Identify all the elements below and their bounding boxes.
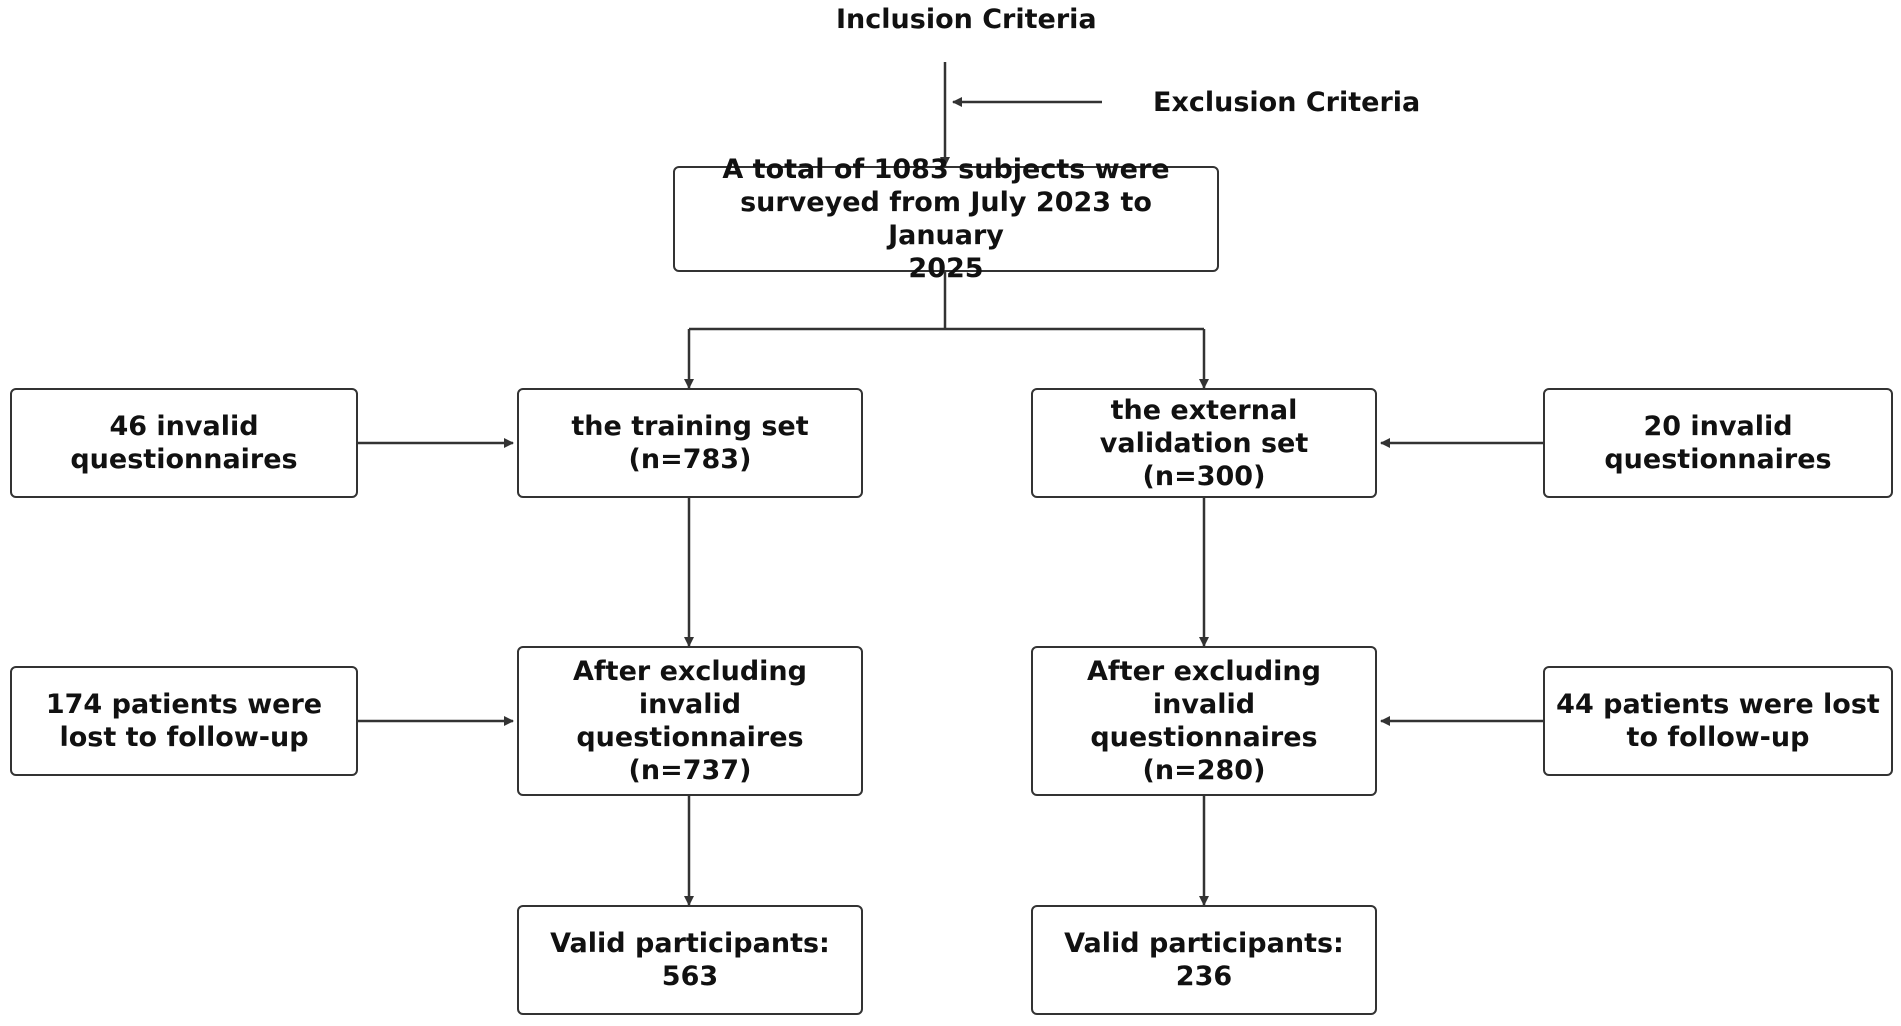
lost-follow-up-right-box: 44 patients were lost to follow-up: [1543, 666, 1893, 776]
validation-set-box: the external validation set (n=300): [1031, 388, 1377, 498]
total-subjects-box: A total of 1083 subjects were surveyed f…: [673, 154, 1219, 284]
after-excluding-left-text: After excluding invalid questionnaires (…: [573, 656, 807, 786]
invalid-questionnaires-left-text: 46 invalid questionnaires: [70, 411, 298, 475]
valid-participants-left-box: Valid participants: 563: [517, 905, 863, 1015]
after-excluding-left-box: After excluding invalid questionnaires (…: [517, 646, 863, 796]
validation-set-text: the external validation set (n=300): [1099, 394, 1309, 492]
invalid-questionnaires-right-box: 20 invalid questionnaires: [1543, 388, 1893, 498]
valid-participants-left-text: Valid participants: 563: [550, 928, 830, 992]
invalid-questionnaires-left-box: 46 invalid questionnaires: [10, 388, 358, 498]
exclusion-criteria-label: Exclusion Criteria: [1153, 87, 1421, 118]
training-set-text: the training set (n=783): [571, 411, 809, 475]
invalid-questionnaires-right-text: 20 invalid questionnaires: [1604, 411, 1832, 475]
lost-follow-up-left-box: 174 patients were lost to follow-up: [10, 666, 358, 776]
lost-follow-up-left-text: 174 patients were lost to follow-up: [45, 689, 323, 753]
total-subjects-text: A total of 1083 subjects were surveyed f…: [722, 154, 1170, 284]
valid-participants-right-text: Valid participants: 236: [1064, 928, 1344, 992]
valid-participants-right-box: Valid participants: 236: [1031, 905, 1377, 1015]
training-set-box: the training set (n=783): [517, 388, 863, 498]
inclusion-criteria-label: Inclusion Criteria: [836, 4, 1097, 35]
lost-follow-up-right-text: 44 patients were lost to follow-up: [1556, 689, 1880, 753]
after-excluding-right-box: After excluding invalid questionnaires (…: [1031, 646, 1377, 796]
after-excluding-right-text: After excluding invalid questionnaires (…: [1087, 656, 1321, 786]
